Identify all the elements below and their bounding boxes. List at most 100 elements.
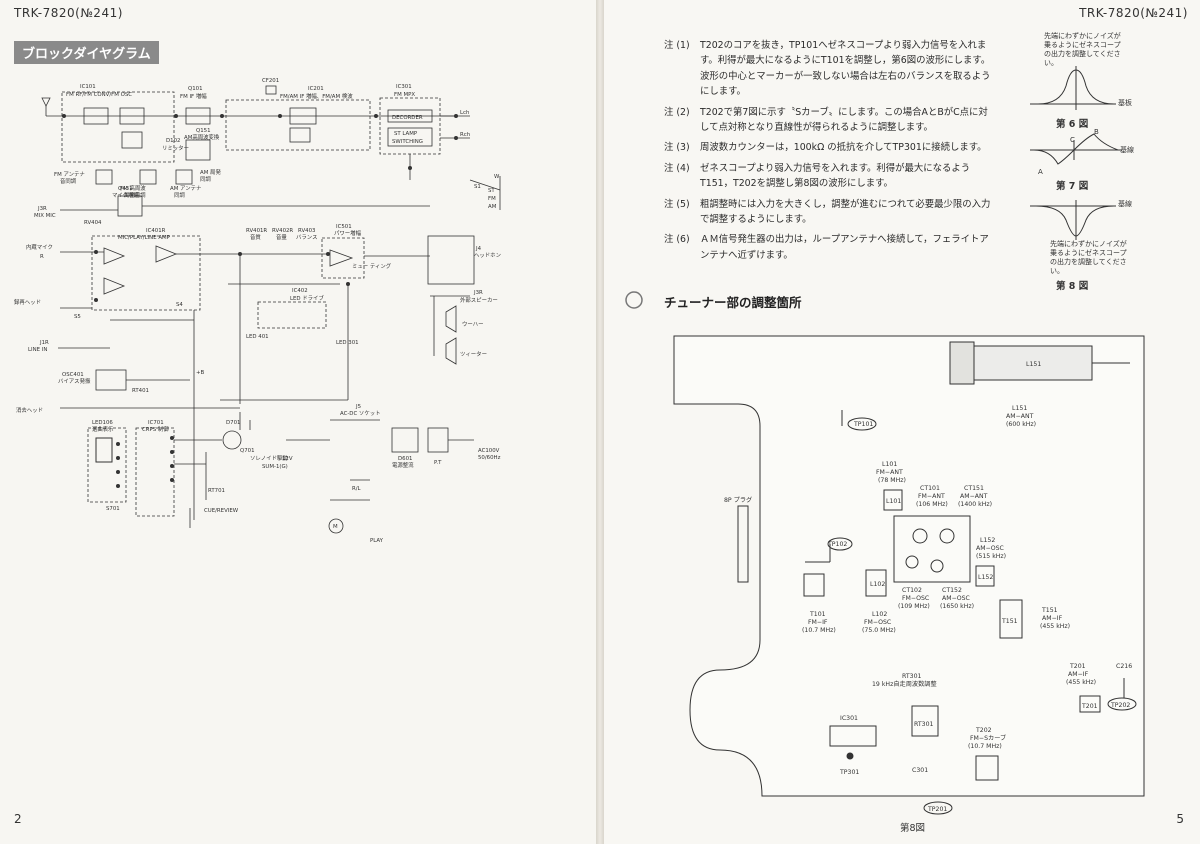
board-t101-sub: FM−IF: [808, 619, 828, 626]
board-l101: L101: [882, 461, 897, 468]
board-ct151: CT151: [964, 485, 984, 492]
board-t202: T202: [975, 727, 992, 734]
label-d701: D701: [226, 420, 240, 426]
fig7-a: A: [1038, 168, 1043, 176]
label-osc401: OSC401: [62, 372, 84, 378]
board-l102: L102: [872, 611, 887, 618]
label-mix-mic: MIX MIC: [34, 213, 56, 219]
board-ct152: CT152: [942, 587, 962, 594]
label-fm-ant: FM アンテナ: [54, 171, 85, 178]
board-ct102: CT102: [902, 587, 922, 594]
label-w: W: [494, 174, 500, 180]
board-tp202: TP202: [1110, 702, 1130, 709]
label-lch: Lch: [460, 110, 469, 116]
label-rch: Rch: [460, 132, 470, 138]
label-sum: SUM-1(G): [262, 464, 288, 470]
fig7-c: C: [1070, 136, 1075, 144]
label-am-ant: AM アンテナ: [170, 185, 201, 192]
label-ac100: AC100V: [478, 448, 500, 454]
tuner-heading: チューナー部の調整箇所: [664, 295, 802, 310]
fig7-label: 第 7 図: [1056, 181, 1089, 192]
fig6-label: 第 6 図: [1056, 119, 1089, 130]
label-cue: CUE/REVIEW: [204, 508, 239, 514]
fig6-baseline: 基板: [1118, 99, 1132, 107]
label-q701: Q701: [240, 448, 255, 454]
label-q101: Q101: [188, 86, 203, 92]
board-l102-sub: FM−OSC: [864, 619, 891, 626]
label-j3r: J3R: [37, 206, 47, 212]
board-tp102: TP102: [827, 541, 847, 548]
board-t151-sub: AM−IF: [1042, 615, 1063, 622]
fig7-b: B: [1094, 128, 1099, 136]
note-item: 注 (2)T202で第7図に示す〝Sカーブ〟にします。この場合AとBがC点に対し…: [664, 106, 988, 134]
label-ic401r: IC401R: [146, 228, 166, 234]
label-ic301: IC301: [396, 84, 412, 90]
label-am-osc2: 同調: [200, 175, 211, 183]
label-am-osc: AM 局発: [200, 168, 221, 176]
board-t101-freq: (10.7 MHz): [802, 627, 836, 634]
label-cf201: CF201: [262, 78, 279, 84]
board-c216: C216: [1116, 663, 1132, 670]
board-l151: L151: [1012, 405, 1027, 412]
label-j1r: J1R: [39, 340, 49, 346]
label-am: AM: [488, 204, 497, 210]
label-j3r-spk-sub: 外部スピーカー: [460, 296, 498, 304]
board-l101-sub: FM−ANT: [876, 469, 903, 476]
board-t201-freq: (455 kHz): [1066, 679, 1096, 686]
label-shokyo-head: 消去ヘッド: [16, 406, 43, 414]
model-number-left: TRK-7820(№241): [14, 6, 123, 20]
label-q151: Q151: [196, 128, 211, 134]
label-ac100-sub: 50/60Hz: [478, 455, 501, 461]
model-number-right: TRK-7820(№241): [1079, 6, 1188, 20]
label-rv402r: RV402R: [272, 228, 293, 234]
label-j4-sub: ヘッドホン: [474, 252, 501, 259]
label-muting: ミュー ティング: [352, 262, 392, 270]
board-l152-box: L152: [978, 574, 993, 581]
note-item: 注 (4)ゼネスコープより弱入力信号を入れます。利得が最大になるようT151，T…: [664, 162, 971, 190]
label-fm-bar: FM 高周波: [120, 184, 146, 192]
board-ct152-freq: (1650 kHz): [940, 603, 974, 610]
board-t201-sub: AM−IF: [1068, 671, 1089, 678]
label-ic501-sub: パワー増幅: [334, 229, 362, 237]
label-plus-b: +B: [196, 370, 205, 376]
label-line-in: LINE IN: [28, 347, 47, 353]
board-ct101-freq: (106 MHz): [916, 501, 948, 508]
board-ct152-sub: AM−OSC: [942, 595, 970, 602]
note-item: 注 (3)周波数カウンターは，100kΩ の抵抗を介してTP301に接続します。: [664, 142, 987, 154]
board-ct101: CT101: [920, 485, 940, 492]
label-rt401: RT401: [132, 388, 149, 394]
label-st: ST: [488, 188, 495, 194]
board-tp201: TP201: [927, 806, 947, 813]
label-d601-sub: 電源整流: [392, 461, 414, 469]
board-t202-sub: FM−Sカーブ: [970, 734, 1006, 742]
board-l102-freq: (75.0 MHz): [862, 627, 896, 634]
label-rv401r-sub: 音質: [250, 233, 261, 241]
fig8-baseline: 基線: [1118, 200, 1132, 208]
label-motor: M: [333, 524, 338, 530]
label-st-lamp: ST LAMP: [394, 131, 418, 137]
label-q101-sub: FM IF 増幅: [180, 92, 207, 100]
label-rv403-sub: バランス: [296, 234, 317, 241]
page-number-right: 5: [1176, 812, 1184, 826]
label-s4: S4: [176, 302, 183, 308]
label-ic701-sub: CRPS 制御: [142, 425, 169, 433]
fig6-caption: 先端にわずかにノイズが乗るようにゼネスコープの出力を調整してください。: [1044, 32, 1121, 67]
label-led106: LED106: [92, 420, 113, 426]
board-tp301: TP301: [839, 769, 859, 776]
label-led401: LED 401: [246, 334, 269, 340]
label-d601: D601: [398, 456, 412, 462]
board-ct101-sub: FM−ANT: [918, 493, 945, 500]
label-d102: D102: [166, 138, 180, 144]
board-rt301-sub: 19 kHz自走周波数調整: [872, 680, 937, 688]
label-rt701: RT701: [208, 488, 225, 494]
label-ic301-sub: FM MPX: [394, 92, 415, 98]
label-rokuon-head: 録再ヘッド: [14, 298, 41, 306]
board-ct151-freq: (1400 kHz): [958, 501, 992, 508]
label-rv402r-sub: 音量: [276, 233, 287, 241]
label-ic201: IC201: [308, 86, 324, 92]
waveform-fig8: [1030, 200, 1116, 240]
label-ic402: IC402: [292, 288, 308, 294]
board-8p-plug: 8P プラグ: [724, 496, 752, 504]
board-l101-box: L101: [886, 498, 901, 505]
label-ic501: IC501: [336, 224, 352, 230]
